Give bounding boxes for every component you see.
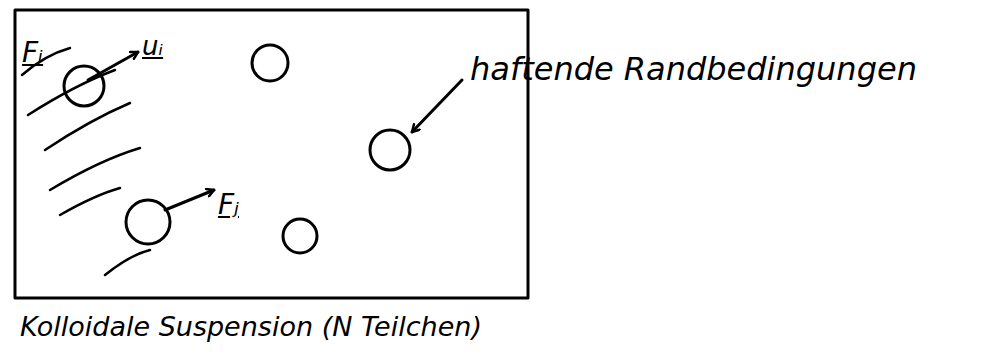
- particle: [64, 66, 104, 106]
- leader-arrow: [412, 80, 462, 132]
- force-label: Fᵢ: [22, 38, 43, 69]
- particle: [252, 45, 288, 81]
- particle: [370, 130, 410, 170]
- boundary-note: haftende Randbedingungen: [470, 52, 917, 87]
- force-arrow: [165, 190, 214, 210]
- particle: [126, 200, 170, 244]
- particle: [283, 219, 317, 253]
- force-label: Fⱼ: [218, 190, 239, 221]
- flow-lines: [22, 48, 150, 275]
- container-box: [15, 10, 528, 298]
- caption: Kolloidale Suspension (N Teilchen): [20, 312, 482, 342]
- velocity-arrow: [88, 52, 138, 80]
- velocity-label: uᵢ: [142, 32, 163, 61]
